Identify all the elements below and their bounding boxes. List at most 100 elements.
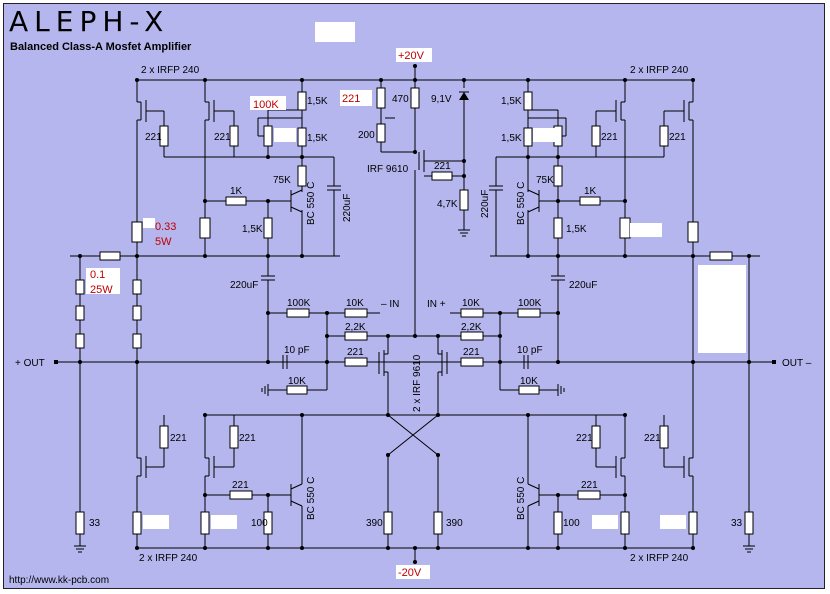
resistor-221-label: 221 — [232, 480, 249, 491]
left-feedback-network — [261, 308, 415, 396]
resistor-221-label: 221 — [347, 347, 364, 358]
mosfet-pair-top-right-label: 2 x IRFP 240 — [630, 65, 689, 76]
resistor-221-label: 221 — [463, 347, 480, 358]
output-minus-label: OUT – — [782, 358, 812, 369]
resistor-power-label: 5W — [155, 236, 172, 248]
blank-label — [143, 515, 169, 529]
capacitor-10pf-label: 10 pF — [284, 345, 310, 356]
resistor-10k-label: 10K — [520, 376, 538, 387]
resistor-highlight-label: 0.33 — [155, 221, 176, 233]
capacitor-220uf-label: 220uF — [480, 190, 491, 218]
resistor-1k5-label: 1,5K — [566, 224, 587, 235]
resistor-221-label: 221 — [170, 433, 187, 444]
trimmer-200-label: 200 — [358, 130, 375, 141]
capacitor-220uf-label: 220uF — [569, 280, 597, 291]
resistor-221-label: 221 — [644, 433, 661, 444]
resistor-1k-label: 1K — [584, 186, 597, 197]
subtitle: Balanced Class-A Mosfet Amplifier — [10, 41, 192, 53]
blank-label — [86, 268, 120, 294]
positive-rail: +20V — [137, 48, 693, 81]
resistor-75k-label: 75K — [273, 175, 291, 186]
zener-label: 9,1V — [431, 94, 452, 105]
transistor-bc550-label: BC 550 C — [306, 477, 317, 520]
blank-label — [250, 96, 286, 110]
capacitor-10pf-label: 10 pF — [517, 345, 543, 356]
right-feedback-network — [438, 308, 565, 396]
blank-label — [630, 223, 662, 237]
resistor-221-label: 221 — [239, 433, 256, 444]
left-driver-stage — [137, 80, 341, 362]
resistor-390-label: 390 — [366, 518, 383, 529]
right-shunt-block — [693, 251, 760, 553]
resistor-100-label: 100 — [563, 518, 580, 529]
resistor-1k5-label: 1,5K — [501, 133, 522, 144]
transistor-irf9610-label: IRF 9610 — [367, 164, 409, 175]
center-input-pair — [205, 335, 625, 548]
resistor-75k-label: 75K — [536, 175, 554, 186]
footer-url[interactable]: http://www.kk-pcb.com — [9, 575, 109, 586]
mosfet-pair-top-left-label: 2 x IRFP 240 — [141, 65, 200, 76]
resistor-2k2-label: 2,2K — [345, 322, 366, 333]
mosfet-pair-bottom-left-label: 2 x IRFP 240 — [139, 553, 198, 564]
resistor-470-label: 470 — [392, 94, 409, 105]
right-bottom-output-stage — [527, 362, 698, 548]
transistor-bc550-label: BC 550 C — [306, 182, 317, 225]
resistor-highlight-label: 100K — [253, 99, 279, 111]
resistor-10k-label: 10K — [288, 376, 306, 387]
resistor-100k-label: 100K — [287, 298, 311, 309]
rail-negative-label: -20V — [398, 567, 422, 579]
capacitor-220uf-label: 220uF — [342, 194, 353, 222]
mosfet-pair-bottom-right-label: 2 x IRFP 240 — [630, 553, 689, 564]
resistor-221-label: 221 — [601, 132, 618, 143]
resistor-221-label: 221 — [576, 433, 593, 444]
resistor-33-label: 33 — [89, 518, 101, 529]
blank-label — [274, 128, 296, 142]
output-plus-label: + OUT — [15, 358, 45, 369]
right-top-output-stage — [528, 80, 699, 362]
resistor-highlight-label: 221 — [342, 93, 360, 105]
blank-label-area — [698, 265, 746, 353]
transistor-bc550-label: BC 550 C — [516, 182, 527, 225]
resistor-221-label: 221 — [669, 132, 686, 143]
resistor-33-label: 33 — [731, 518, 743, 529]
blank-label — [592, 515, 618, 529]
resistor-1k5-label: 1,5K — [501, 96, 522, 107]
right-driver-stage — [489, 80, 693, 362]
resistor-1k-label: 1K — [230, 186, 243, 197]
resistor-4k7-label: 4,7K — [437, 199, 458, 210]
capacitor-220uf-label: 220uF — [230, 280, 258, 291]
rail-positive-label: +20V — [398, 50, 425, 62]
resistor-highlight-label: 0.1 — [90, 269, 105, 281]
blank-label-top — [315, 22, 355, 42]
transistor-pair-irf9610-label: 2 x IRF 9610 — [412, 354, 423, 412]
blank-label — [533, 128, 555, 142]
junction-dots — [78, 78, 751, 550]
negative-rail: -20V — [137, 547, 693, 579]
output-line — [54, 360, 776, 364]
resistor-390-label: 390 — [446, 518, 463, 529]
blank-label — [143, 218, 155, 228]
left-shunt-block — [70, 251, 142, 553]
resistor-221-label: 221 — [145, 132, 162, 143]
resistor-221-label: 221 — [214, 132, 231, 143]
resistor-10k-label: 10K — [462, 298, 480, 309]
input-plus-label: IN + — [427, 299, 446, 310]
blank-label — [211, 515, 237, 529]
title: ALEPH-X — [9, 5, 169, 38]
input-minus-label: – IN — [381, 299, 399, 310]
resistor-2k2-label: 2,2K — [461, 322, 482, 333]
resistor-221-label: 221 — [581, 480, 598, 491]
resistor-1k5-label: 1,5K — [307, 133, 328, 144]
resistor-10k-label: 10K — [346, 298, 364, 309]
resistor-1k5-label: 1,5K — [307, 96, 328, 107]
resistor-100-label: 100 — [251, 518, 268, 529]
transistor-bc550-label: BC 550 C — [516, 477, 527, 520]
center-current-source — [376, 80, 470, 336]
resistor-100k-label: 100K — [518, 298, 542, 309]
left-bottom-output-stage — [132, 362, 303, 548]
left-top-output-stage — [131, 80, 302, 362]
blank-label — [340, 90, 372, 106]
blank-label — [660, 515, 686, 529]
